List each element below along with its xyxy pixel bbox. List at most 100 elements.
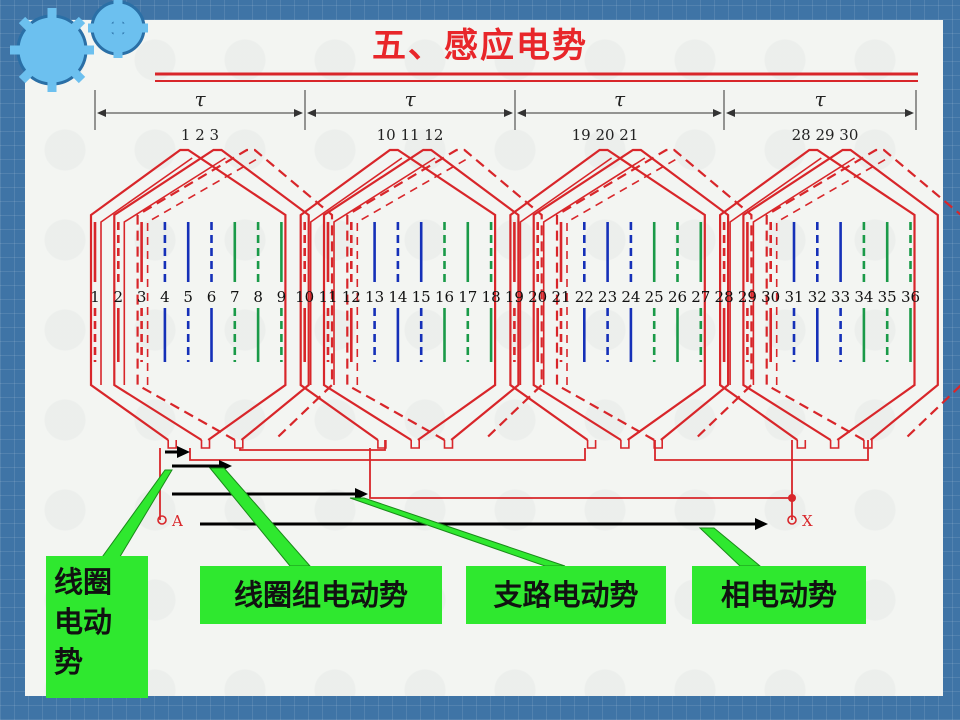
- slot-number: 11: [318, 288, 337, 306]
- connection-wire: [369, 440, 793, 499]
- label-coil-group-emf: 线圈组电动势: [200, 566, 442, 624]
- coil-lead: [620, 440, 630, 449]
- slot-number: 36: [901, 288, 920, 306]
- slot-number: 3: [137, 288, 147, 306]
- terminal-a: [157, 515, 167, 525]
- coil-inner-line: [729, 157, 822, 385]
- coil-outline: [555, 148, 753, 441]
- label-pointer: [208, 467, 312, 567]
- slot-number: 7: [230, 288, 240, 306]
- terminal-a-label: A: [171, 512, 183, 530]
- page-title: 五、感应电势: [372, 26, 588, 66]
- terminal-x-label: X: [802, 512, 813, 530]
- coil-outline: [89, 148, 287, 441]
- label-pointer: [99, 469, 173, 561]
- slot-number: 32: [808, 288, 827, 306]
- coil-lead: [796, 440, 807, 449]
- tau-label: τ: [194, 87, 206, 111]
- coil-inner-line: [123, 157, 226, 385]
- connection-wire: [189, 448, 586, 461]
- pitch-arrowhead: [713, 109, 722, 117]
- pitch-arrowhead: [504, 109, 513, 117]
- slot-number: 18: [482, 288, 501, 306]
- coil-inner-line: [752, 157, 856, 385]
- pitch-arrowhead: [517, 109, 526, 117]
- slot-number: 34: [854, 288, 873, 306]
- pitch-arrowhead: [726, 109, 735, 117]
- slot-number: 26: [668, 288, 687, 306]
- coil-inner-line: [309, 157, 403, 385]
- coil-lead: [586, 440, 597, 449]
- connection-wire: [654, 440, 869, 461]
- tau-label: τ: [404, 87, 416, 111]
- tau-label: τ: [614, 87, 626, 111]
- slot-number: 2: [114, 288, 124, 306]
- coil-outline: [299, 148, 497, 441]
- slot-number: 14: [388, 288, 407, 306]
- slot-number: 13: [365, 288, 384, 306]
- pitch-arrowhead: [307, 109, 316, 117]
- coil-lead: [234, 440, 244, 449]
- slot-number: 29: [738, 288, 757, 306]
- coil-outline: [322, 148, 520, 441]
- label-pointer: [349, 497, 566, 567]
- slot-number: 21: [551, 288, 570, 306]
- coil-inner-line: [519, 157, 613, 385]
- slot-number: 17: [458, 288, 477, 306]
- slot-number: 35: [878, 288, 897, 306]
- slot-number: 33: [831, 288, 850, 306]
- pitch-arrowhead: [905, 109, 914, 117]
- pitch-arrowhead: [97, 109, 106, 117]
- coil-outline: [532, 148, 730, 441]
- top-slot-group-label: 28 29 30: [792, 126, 859, 144]
- slot-number: 16: [435, 288, 454, 306]
- slot-number: 20: [528, 288, 547, 306]
- slot-number: 24: [621, 288, 640, 306]
- slot-number: 9: [277, 288, 287, 306]
- coil-lead: [410, 440, 420, 449]
- coil-lead: [167, 440, 177, 449]
- junction-dot: [788, 494, 796, 502]
- coil-outline: [346, 148, 543, 441]
- label-pointer: [698, 527, 762, 567]
- slot-number: 5: [183, 288, 193, 306]
- slot-number: 1: [90, 288, 100, 306]
- connection-wires: [159, 440, 869, 520]
- slot-number: 19: [505, 288, 524, 306]
- terminal-x: [787, 515, 797, 525]
- content-panel: [25, 20, 943, 696]
- branch-emf-arrow-head: [355, 488, 368, 500]
- coil-outline: [113, 148, 310, 441]
- coil-outline: [719, 148, 916, 441]
- phase-emf-arrow-head: [755, 518, 768, 530]
- slot-number: 8: [253, 288, 263, 306]
- coil-inner-line: [100, 157, 193, 385]
- top-slot-group-label: 19 20 21: [572, 126, 639, 144]
- label-phase-emf: 相电动势: [692, 566, 866, 624]
- label-coil-emf: 线圈电动势: [46, 556, 148, 698]
- slot-number: 10: [295, 288, 314, 306]
- coil-emf-arrow-head: [177, 446, 190, 458]
- connection-wire: [239, 440, 386, 451]
- label-pointers: [99, 467, 762, 567]
- gear-logo-icon: [10, 0, 148, 92]
- label-branch-emf: 支路电动势: [466, 566, 666, 624]
- slot-number: 25: [645, 288, 664, 306]
- coil-lead: [443, 440, 454, 449]
- slot-number: 15: [412, 288, 431, 306]
- top-slot-group-label: 1 2 3: [181, 126, 219, 144]
- coil-inner-line: [333, 157, 436, 385]
- pitch-arrowhead: [294, 109, 303, 117]
- slot-number: 28: [715, 288, 734, 306]
- slot-number: 6: [207, 288, 217, 306]
- slot-number: 12: [342, 288, 361, 306]
- coil-outline: [742, 148, 939, 441]
- coil-lead: [829, 440, 840, 449]
- slot-conductors: [93, 222, 912, 362]
- slot-number: 23: [598, 288, 617, 306]
- slot-number: 4: [160, 288, 170, 306]
